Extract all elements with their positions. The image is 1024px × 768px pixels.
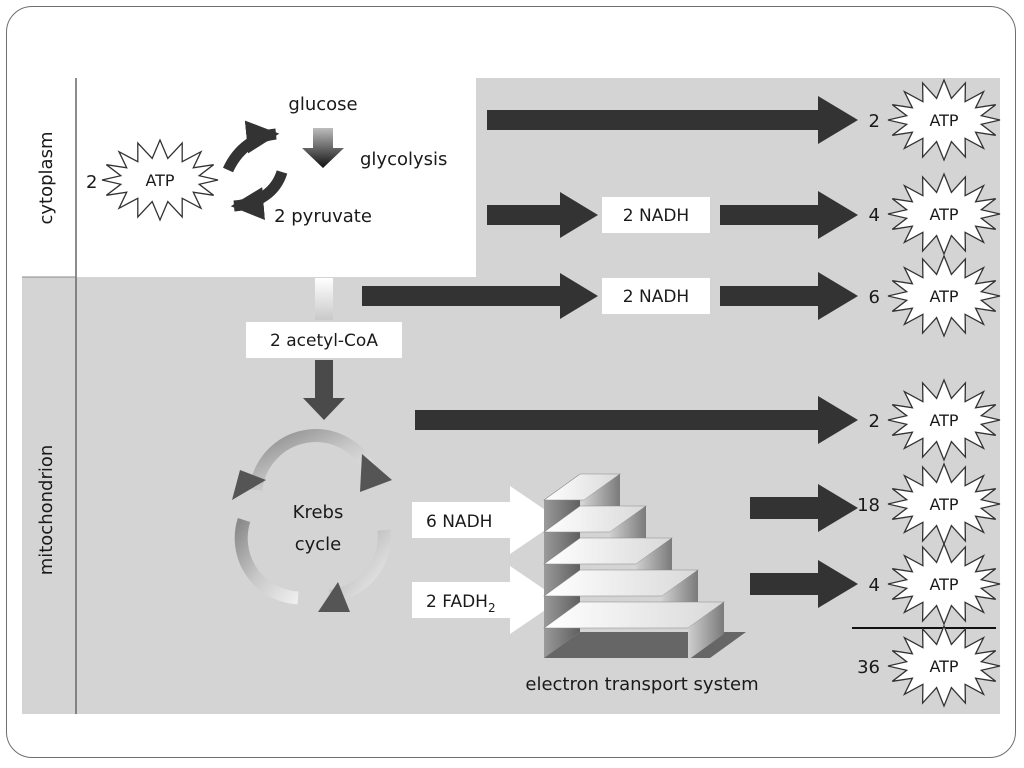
krebs-cycle-ring: [232, 429, 392, 612]
atp-starburst: [887, 254, 1001, 338]
nadh-atp-arrow-1: [720, 191, 858, 239]
atp-label: ATP: [929, 657, 958, 676]
atp-yield-count: 2: [869, 411, 880, 432]
atp-starburst: [887, 378, 1001, 462]
stair-step-riser: [688, 602, 724, 660]
nadh-krebs-label: 6 NADH: [426, 512, 492, 532]
atp-label: ATP: [929, 111, 958, 130]
atp-label: ATP: [145, 171, 174, 190]
atp-starburst: [887, 542, 1001, 626]
acetyl-coa-arrow: [303, 360, 345, 420]
nadh-atp-arrow-2: [720, 272, 858, 320]
nadh-glycolysis-box: [602, 197, 710, 233]
electron-transport-staircase: [543, 473, 746, 660]
atp-total: 36 ATP: [857, 624, 1001, 708]
atp-yield-count: 36: [857, 657, 880, 678]
glycolysis-arrow: [302, 128, 344, 168]
diagram-panel: [22, 78, 1000, 714]
glycolysis-atp-arrow: [487, 96, 858, 144]
pyruvate-connector: [315, 278, 333, 320]
atp-starburst: [887, 78, 1001, 162]
atp-invest-arrow-upper: [222, 120, 280, 173]
atp-yield-count: 4: [869, 575, 880, 596]
atp-yield-6: 4 ATP: [869, 542, 1001, 626]
atp-label: ATP: [929, 411, 958, 430]
glucose-label: glucose: [288, 94, 357, 115]
ets-label: electron transport system: [525, 674, 758, 695]
atp-yield-3: 6 ATP: [869, 254, 1001, 338]
atp-starburst: [887, 172, 1001, 256]
cytoplasm-label: cytoplasm: [36, 132, 57, 225]
acetyl-coa-label: 2 acetyl-CoA: [270, 331, 378, 351]
ets-fadh-atp-arrow: [750, 560, 858, 608]
atp-starburst: ATP: [101, 138, 219, 222]
atp-yield-count: 4: [869, 205, 880, 226]
atp-label: ATP: [929, 575, 958, 594]
ets-nadh-atp-arrow: [750, 484, 858, 532]
krebs-atp-arrow: [415, 396, 858, 444]
glycolysis-label: glycolysis: [360, 149, 447, 170]
atp-label: ATP: [929, 495, 958, 514]
atp-yield-4: 2 ATP: [869, 378, 1001, 462]
mitochondrion-label: mitochondrion: [36, 445, 57, 576]
atp-yield-5: 18 ATP: [857, 462, 1001, 546]
pyruvate-nadh-arrow: [487, 192, 598, 238]
atp-label: ATP: [929, 205, 958, 224]
nadh-glycolysis-label: 2 NADH: [623, 206, 689, 226]
nadh-acetyl-label: 2 NADH: [623, 287, 689, 307]
atp-yield-count: 18: [857, 495, 880, 516]
krebs-label-line1: Krebs: [293, 502, 344, 523]
krebs-label-line2: cycle: [295, 534, 342, 555]
atp-yield-count: 6: [869, 287, 880, 308]
atp-starburst: [887, 624, 1001, 708]
fadh-arrow: [412, 566, 560, 634]
atp-label: ATP: [929, 287, 958, 306]
atp-invest-arrow-lower: [230, 170, 288, 220]
atp-yield-count: 2: [869, 111, 880, 132]
atp-yield-1: 2 ATP: [869, 78, 1001, 162]
fadh-label: 2 FADH2: [426, 592, 496, 615]
nadh-acetyl-box: [602, 278, 710, 314]
acetyl-nadh-arrow: [362, 273, 598, 319]
acetyl-coa-box: [246, 322, 402, 358]
nadh-krebs-arrow: [412, 486, 560, 554]
pyruvate-label: 2 pyruvate: [274, 206, 372, 227]
flow-arrows: [362, 96, 858, 608]
atp-yield-2: 4 ATP: [869, 172, 1001, 256]
invested-atp-count: 2: [86, 172, 97, 193]
